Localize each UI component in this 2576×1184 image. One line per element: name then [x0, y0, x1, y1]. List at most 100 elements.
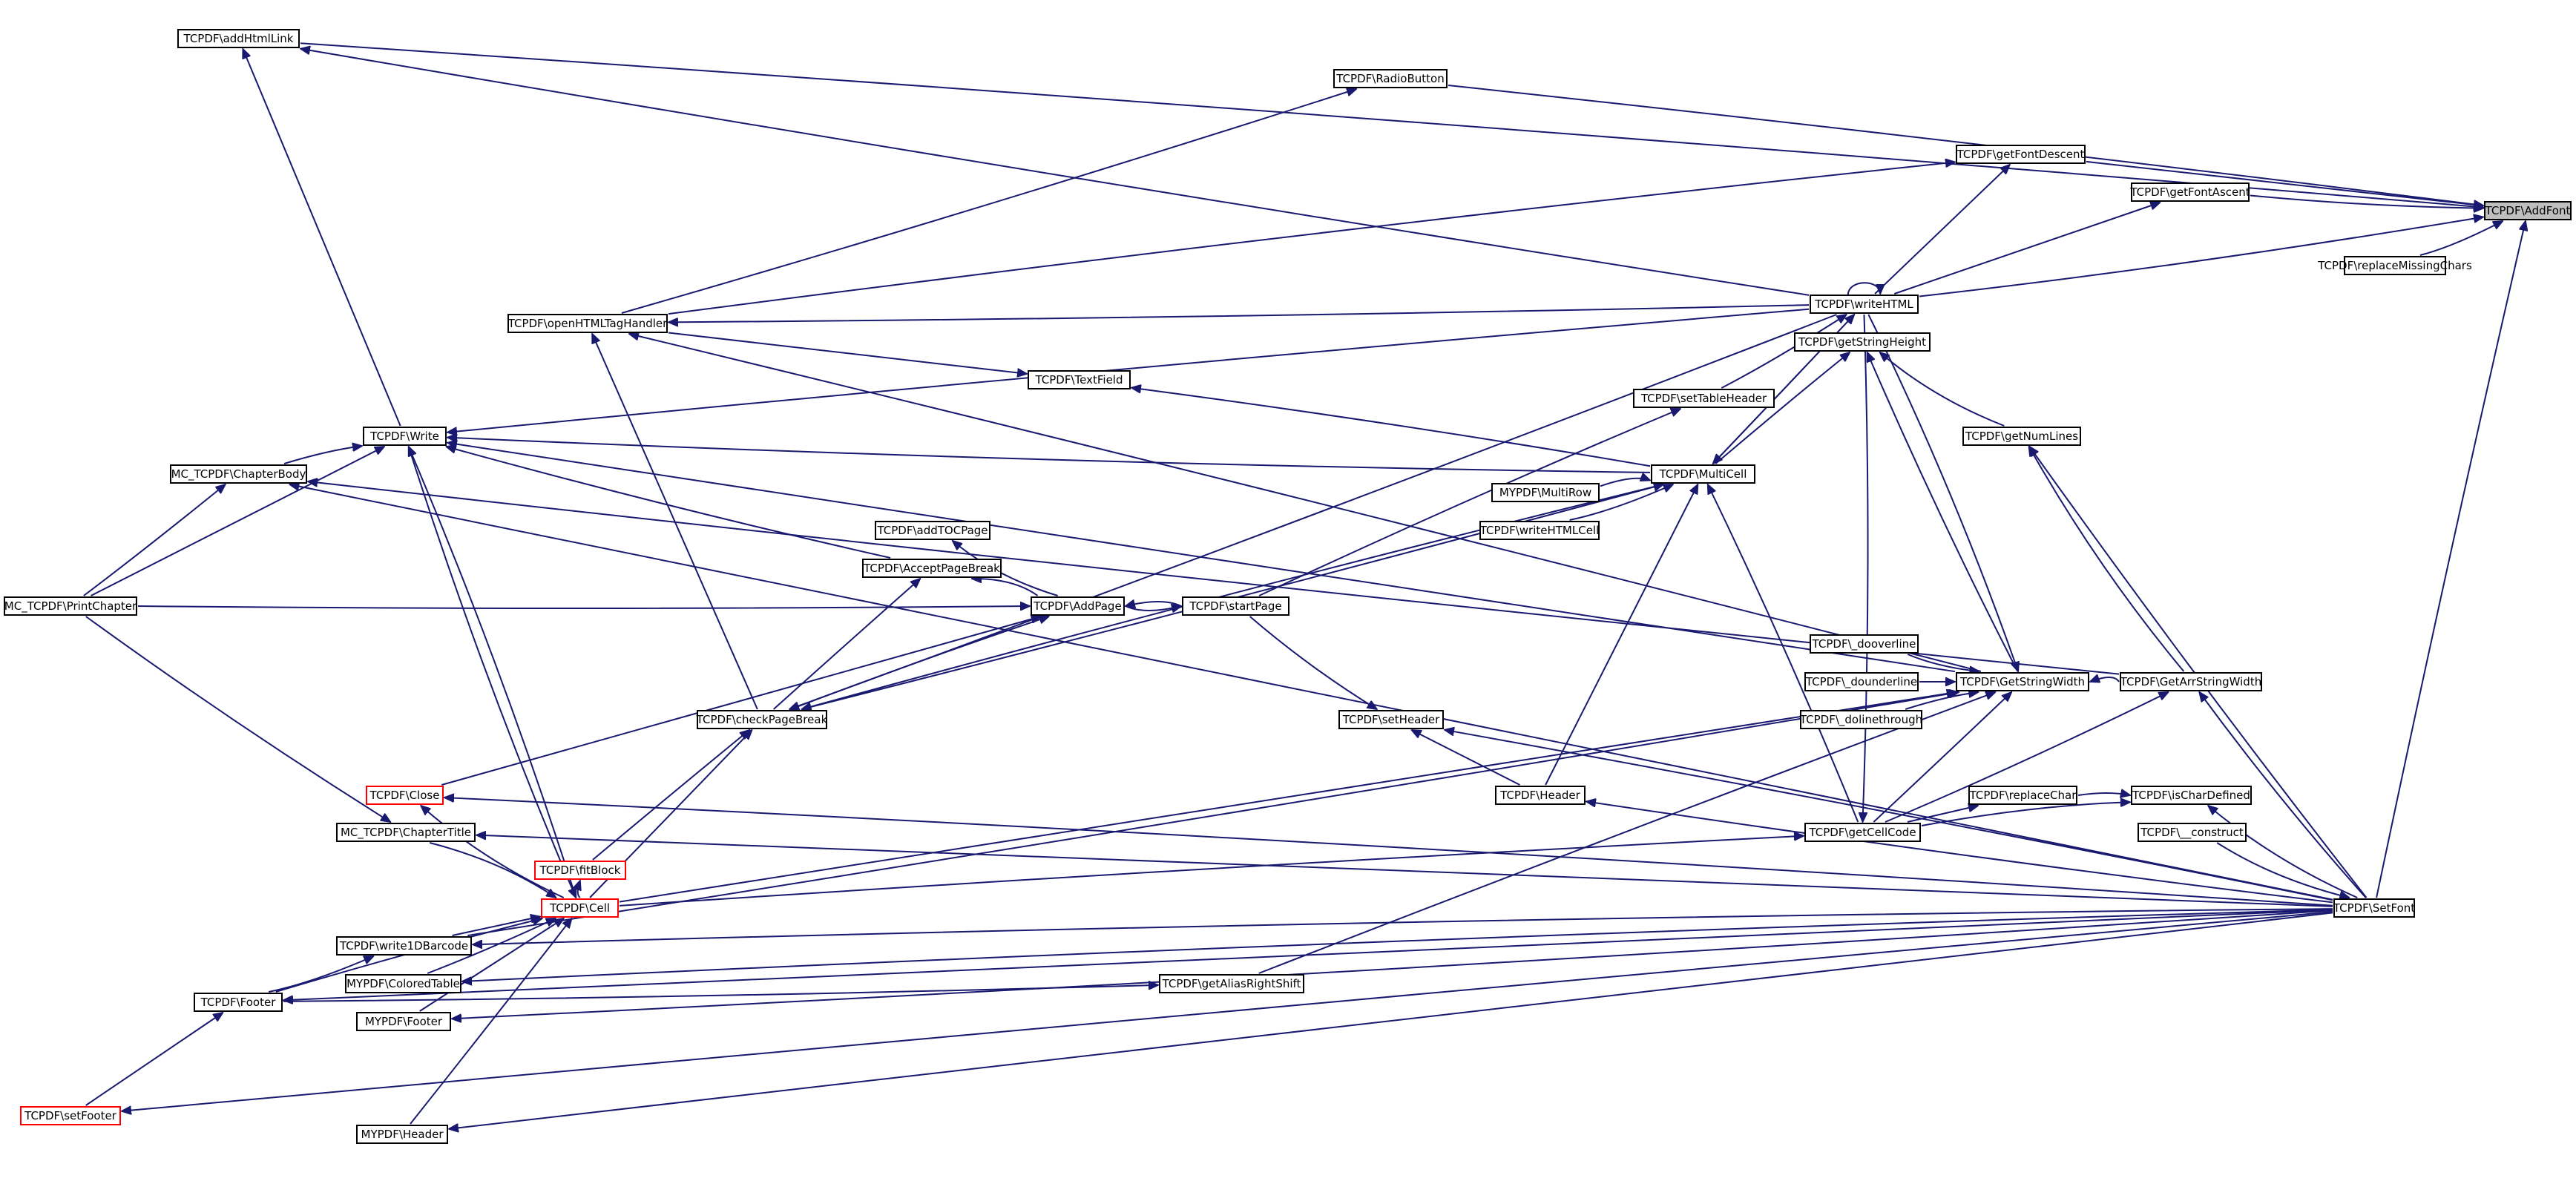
edge-getcellcode-to-ischardefined [1921, 802, 2130, 827]
node-box [1333, 69, 1448, 88]
edge-line [2077, 793, 2130, 795]
node-startpage[interactable]: TCPDF\startPage [1182, 596, 1289, 616]
node-box [1956, 145, 2086, 164]
edge-line [410, 918, 572, 1125]
edge-line [1445, 730, 2333, 901]
edge-line [1125, 606, 1181, 611]
edge-addpage-to-startpage [1125, 606, 1181, 611]
edge-line [300, 42, 2483, 207]
node-multicell[interactable]: TCPDF\MultiCell [1651, 464, 1755, 484]
node-label: MC_TCPDF\PrintChapter [4, 599, 137, 614]
node-addtocpage[interactable]: TCPDF\addTOCPage [875, 521, 990, 540]
node-addfont[interactable]: TCPDF\AddFont [2484, 201, 2572, 220]
node-footer[interactable]: TCPDF\Footer [194, 993, 283, 1012]
node-label: TCPDF\replaceMissingChars [2317, 259, 2472, 272]
edge-checkpagebreak-to-acceptpagebreak [773, 579, 921, 710]
node-addpage[interactable]: TCPDF\AddPage [1031, 596, 1125, 616]
node-writehtml[interactable]: TCPDF\writeHTML [1810, 295, 1919, 314]
node-dooverline[interactable]: TCPDF\_dooverline [1810, 634, 1919, 654]
edge-footer-to-write1d [268, 956, 373, 993]
node-box [366, 786, 444, 805]
node-myfooter[interactable]: MYPDF\Footer [356, 1012, 451, 1031]
node-getcellcode[interactable]: TCPDF\getCellCode [1804, 823, 1921, 842]
node-addhtmllink[interactable]: TCPDF\addHtmlLink [177, 29, 300, 48]
node-radiobutton[interactable]: TCPDF\RadioButton [1333, 69, 1448, 88]
edge-getcellcode-to-replacechar [1907, 806, 1978, 823]
edge-writehtml-to-write [447, 308, 1810, 433]
node-cell[interactable]: TCPDF\Cell [541, 898, 619, 918]
edge-setfont-to-coloredtable [462, 909, 2333, 981]
edge-chapterbody-to-write [283, 446, 362, 464]
node-label: MYPDF\Header [361, 1128, 444, 1141]
edge-line [2376, 221, 2526, 898]
node-label: TCPDF\getAliasRightShift [1162, 977, 1301, 990]
node-checkpagebreak[interactable]: TCPDF\checkPageBreak [696, 710, 828, 729]
node-construct[interactable]: TCPDF\__construct [2138, 823, 2247, 842]
edge-line [1126, 602, 1182, 606]
edge-setfont-to-addfont [2376, 221, 2526, 898]
node-openhtmltag[interactable]: TCPDF\openHTMLTagHandler [507, 314, 668, 333]
node-myheader[interactable]: MYPDF\Header [356, 1125, 448, 1144]
node-getnumlines[interactable]: TCPDF\getNumLines [1962, 427, 2081, 446]
node-box [1956, 672, 2089, 691]
edge-printchapter-to-addpage [137, 606, 1030, 608]
edge-startpage-to-setheader [1249, 616, 1377, 709]
node-settableheader[interactable]: TCPDF\setTableHeader [1633, 389, 1775, 408]
node-label: TCPDF\Footer [200, 996, 277, 1009]
node-setfont[interactable]: TCPDF\SetFont [2333, 898, 2415, 918]
node-replacemissing[interactable]: TCPDF\replaceMissingChars [2317, 256, 2472, 275]
node-close[interactable]: TCPDF\Close [366, 786, 444, 805]
edge-chaptertitle-to-cell [429, 842, 556, 898]
node-getfontdescent[interactable]: TCPDF\getFontDescent [1956, 145, 2086, 164]
node-getaliasrightshift[interactable]: TCPDF\getAliasRightShift [1159, 974, 1304, 993]
node-fitblock[interactable]: TCPDF\fitBlock [534, 861, 626, 880]
node-coloredtable[interactable]: MYPDF\ColoredTable [345, 974, 461, 993]
edge-line [452, 910, 2333, 1019]
node-box [1810, 295, 1919, 314]
edge-line [429, 842, 556, 898]
edge-setfont-to-myfooter [452, 910, 2333, 1019]
node-setfooter[interactable]: TCPDF\setFooter [20, 1106, 121, 1125]
edge-line [441, 616, 1040, 786]
node-box [1159, 974, 1304, 993]
node-writehtmlcell[interactable]: TCPDF\writeHTMLCell [1479, 521, 1600, 540]
node-getfontascent[interactable]: TCPDF\getFontAscent [2129, 182, 2250, 202]
node-setheader[interactable]: TCPDF\setHeader [1338, 710, 1444, 729]
edge-line [473, 908, 2333, 944]
edge-line [283, 909, 2333, 1000]
edge-line [268, 956, 373, 993]
node-mymultirow[interactable]: MYPDF\MultiRow [1491, 483, 1600, 502]
node-box [1495, 786, 1586, 805]
node-dounderline[interactable]: TCPDF\_dounderline [1804, 672, 1919, 691]
node-box [1968, 786, 2077, 805]
node-box [1028, 370, 1131, 389]
node-dolinethrough[interactable]: TCPDF\_dolinethrough [1799, 710, 1922, 729]
edge-setfont-to-getarrstringwidth [2199, 692, 2367, 898]
node-write1d[interactable]: TCPDF\write1DBarcode [336, 936, 472, 956]
node-printchapter[interactable]: MC_TCPDF\PrintChapter [4, 596, 137, 616]
node-ischardefined[interactable]: TCPDF\isCharDefined [2131, 786, 2252, 805]
node-textfield[interactable]: TCPDF\TextField [1028, 370, 1131, 389]
node-label: TCPDF\checkPageBreak [696, 713, 828, 726]
node-write[interactable]: TCPDF\Write [363, 427, 447, 446]
node-chapterbody[interactable]: MC_TCPDF\ChapterBody [170, 464, 307, 484]
node-label: TCPDF\Close [369, 789, 440, 802]
node-getstringheight[interactable]: TCPDF\getStringHeight [1794, 332, 1931, 352]
node-box [1633, 389, 1775, 408]
edge-getstringwidth-to-getstringheight [1866, 352, 2019, 672]
edge-line [802, 484, 1664, 709]
node-acceptpagebreak[interactable]: TCPDF\AcceptPageBreak [862, 559, 1002, 578]
edge-line [407, 447, 577, 898]
edge-line [1893, 203, 2160, 295]
edge-line [1880, 352, 2005, 427]
node-chaptertitle[interactable]: MC_TCPDF\ChapterTitle [336, 823, 476, 842]
node-header[interactable]: TCPDF\Header [1495, 786, 1586, 805]
node-getarrstringwidth[interactable]: TCPDF\GetArrStringWidth [2120, 672, 2262, 691]
edge-fitblock-to-checkpagebreak [592, 730, 749, 861]
node-label: TCPDF\setFooter [24, 1109, 117, 1122]
edge-line [1905, 692, 1978, 710]
edge-line [447, 438, 1651, 473]
edge-line [1249, 616, 1377, 709]
node-replacechar[interactable]: TCPDF\replaceChar [1968, 786, 2077, 805]
node-getstringwidth[interactable]: TCPDF\GetStringWidth [1956, 672, 2089, 691]
